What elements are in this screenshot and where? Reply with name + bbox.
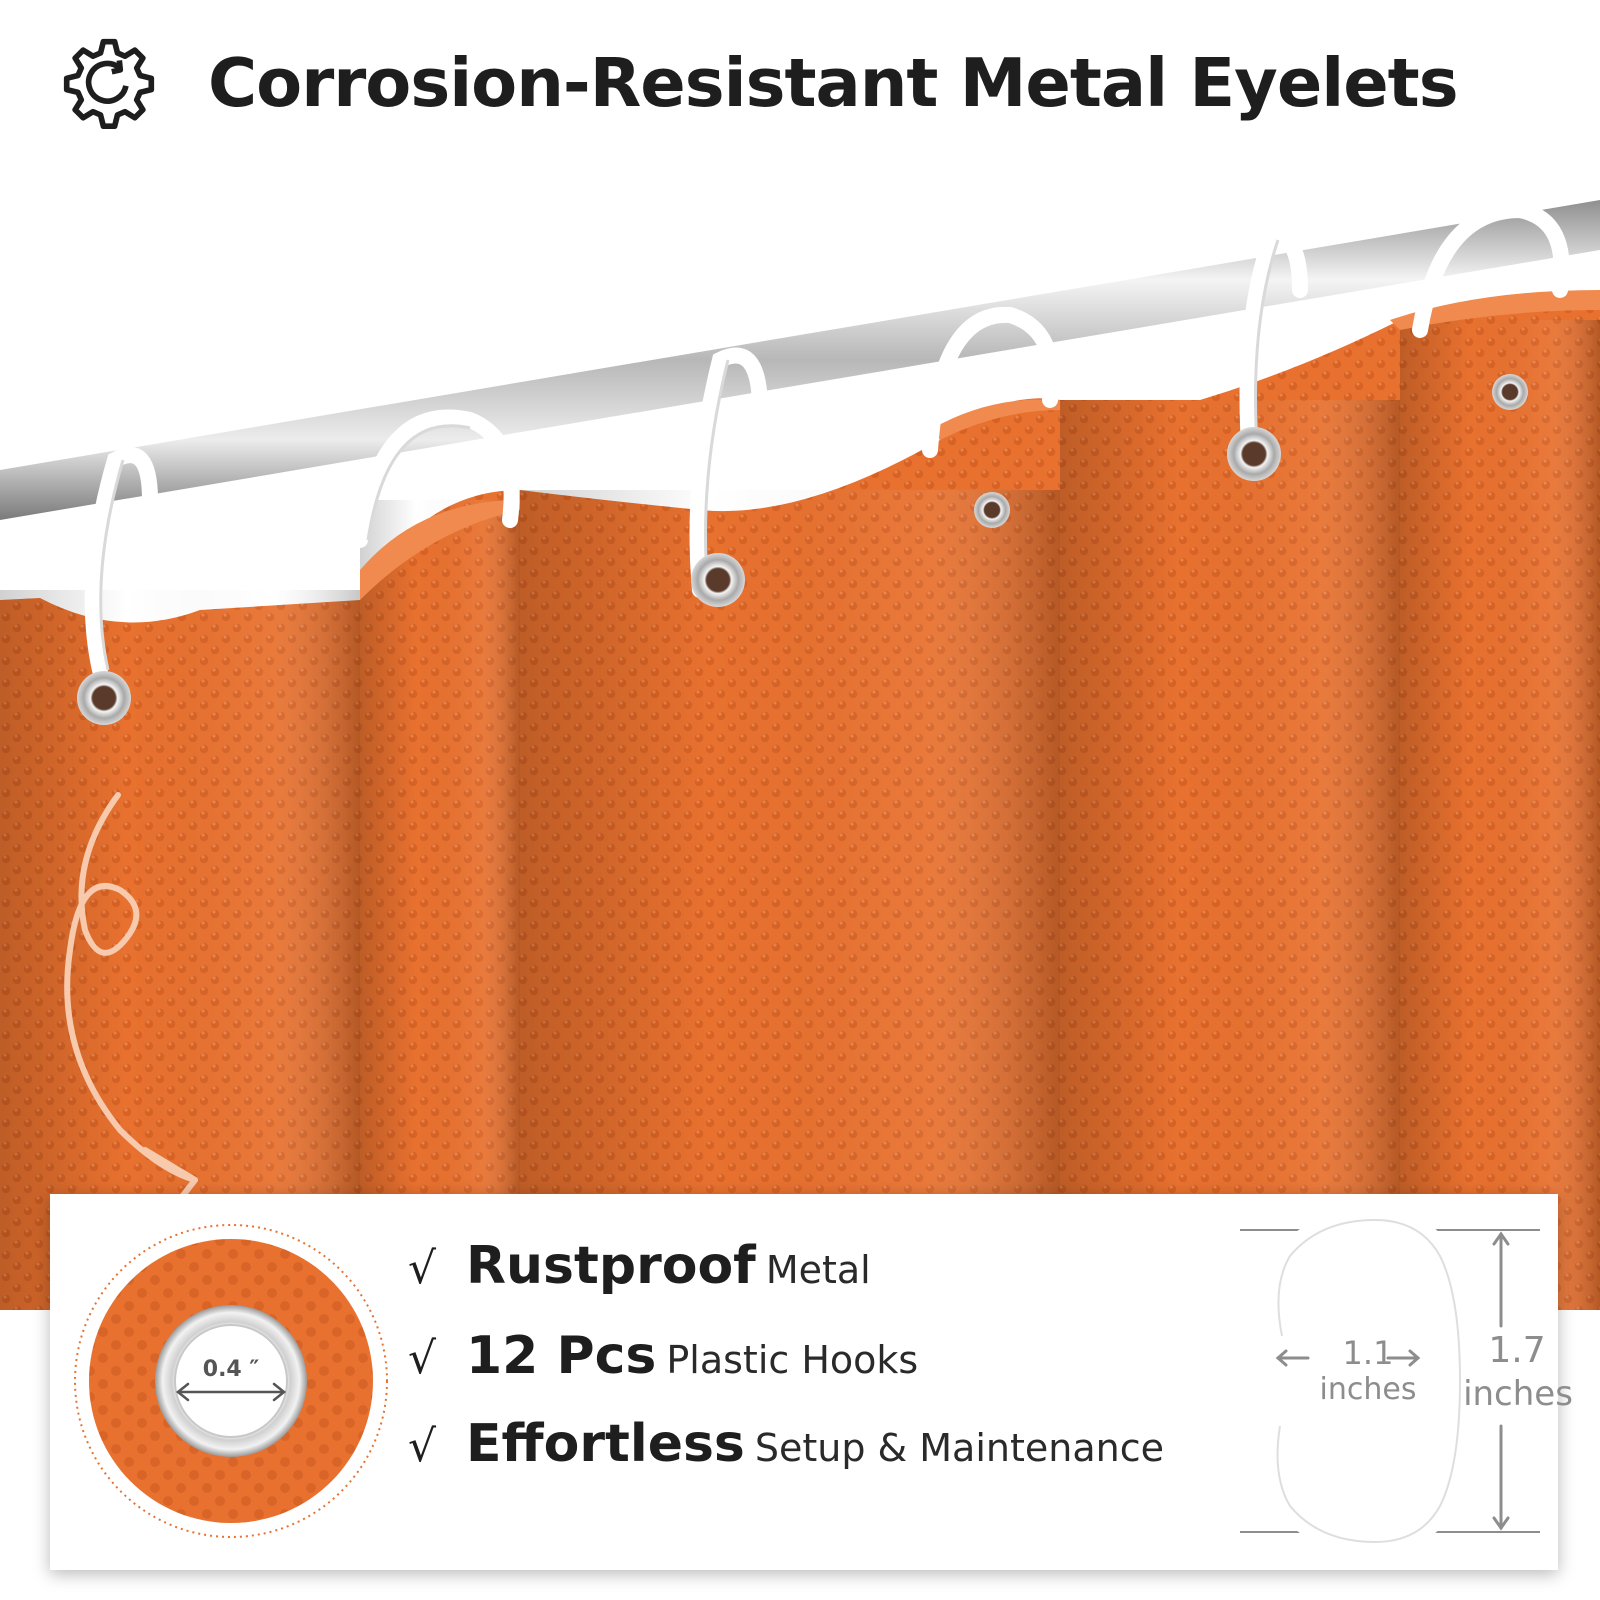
feature-strong-text: 12 Pcs	[466, 1326, 657, 1386]
feature-strong-text: Effortless	[466, 1414, 745, 1474]
hook-width-unit: inches	[1319, 1372, 1417, 1407]
hook-height-value: 1.7	[1488, 1330, 1546, 1371]
gear-icon	[63, 38, 155, 130]
checkmark-icon: √	[408, 1243, 437, 1294]
feature-light-text: Setup & Maintenance	[754, 1426, 1164, 1470]
feature-light-text: Metal	[765, 1248, 871, 1292]
checkmark-icon: √	[408, 1421, 437, 1472]
header: Corrosion-Resistant Metal Eyelets	[0, 0, 1600, 170]
checkmark-icon: √	[408, 1333, 437, 1384]
page-title: Corrosion-Resistant Metal Eyelets	[208, 44, 1459, 122]
curtain-photo	[0, 200, 1600, 1310]
eyelet-callout: 0.4 ″	[74, 1224, 388, 1538]
eyelet-diameter-label: 0.4 ″	[203, 1357, 260, 1382]
feature-strong-text: Rustproof	[466, 1236, 756, 1296]
hook-dimension-diagram	[1240, 1216, 1540, 1546]
feature-light-text: Plastic Hooks	[666, 1338, 919, 1382]
hook-height-unit: inches	[1463, 1374, 1573, 1414]
hook-width-value: 1.1	[1342, 1334, 1394, 1372]
